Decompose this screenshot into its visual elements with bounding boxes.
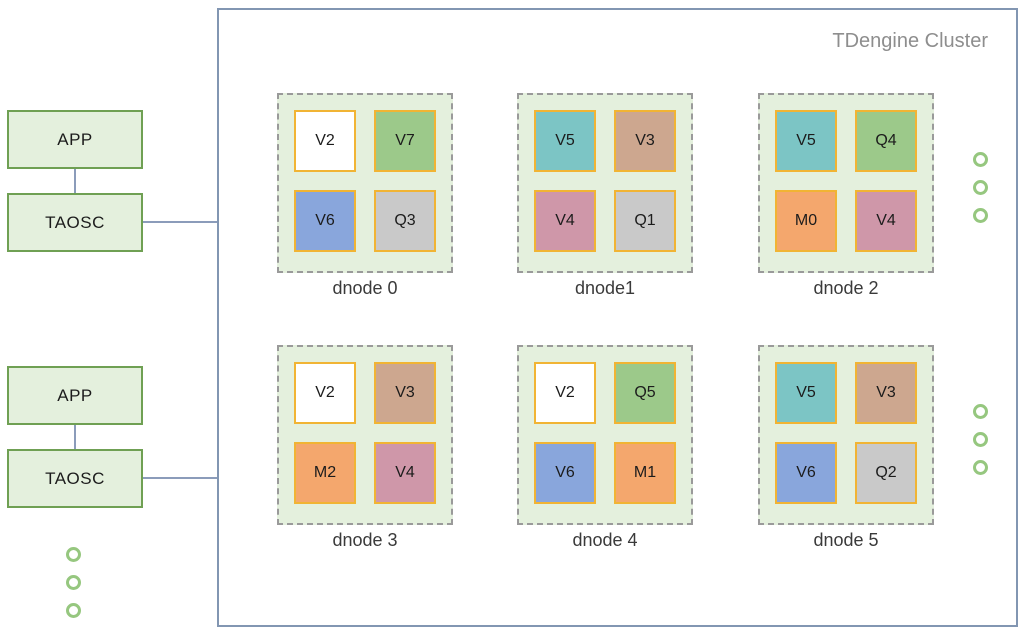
- vnode-cell: Q2: [855, 442, 917, 504]
- ellipsis-dot: [973, 404, 988, 419]
- vnode-cell: V6: [534, 442, 596, 504]
- dnode-label: dnode 4: [572, 530, 638, 550]
- app-label: APP: [57, 129, 93, 149]
- taosc-label: TAOSC: [45, 468, 105, 488]
- taosc-label: TAOSC: [45, 212, 105, 232]
- vnode-cell: M0: [775, 190, 837, 252]
- vnode-cell: V5: [775, 110, 837, 172]
- dnode-label: dnode 5: [813, 530, 879, 550]
- vnode-cell: V6: [294, 190, 356, 252]
- ellipsis-dot: [973, 432, 988, 447]
- ellipsis-dot: [973, 180, 988, 195]
- dnode-label: dnode 2: [813, 278, 879, 298]
- ellipsis-dot: [973, 208, 988, 223]
- vnode-cell: V5: [534, 110, 596, 172]
- vnode-cell: V2: [294, 110, 356, 172]
- app-box: APP: [7, 366, 143, 425]
- vnode-cell: V2: [294, 362, 356, 424]
- taosc-box: TAOSC: [7, 449, 143, 508]
- ellipsis-dot: [973, 460, 988, 475]
- vnode-cell: V3: [374, 362, 436, 424]
- vnode-cell: V4: [855, 190, 917, 252]
- taosc-box: TAOSC: [7, 193, 143, 252]
- ellipsis-dot: [66, 575, 81, 590]
- ellipsis-dot: [66, 603, 81, 618]
- vnode-cell: V7: [374, 110, 436, 172]
- left-ellipsis-dots: [66, 547, 81, 631]
- vnode-cell: V6: [775, 442, 837, 504]
- vnode-cell: M2: [294, 442, 356, 504]
- dnode-label: dnode 0: [332, 278, 398, 298]
- vnode-cell: V2: [534, 362, 596, 424]
- right-ellipsis-dots-1: [973, 152, 988, 236]
- dnode-label: dnode1: [574, 278, 636, 298]
- app-taosc-connector: [74, 425, 76, 449]
- vnode-cell: Q3: [374, 190, 436, 252]
- vnode-cell: V4: [534, 190, 596, 252]
- ellipsis-dot: [973, 152, 988, 167]
- app-taosc-group-1: APP TAOSC: [7, 110, 218, 252]
- vnode-cell: Q4: [855, 110, 917, 172]
- app-box: APP: [7, 110, 143, 169]
- taosc-cluster-connector: [143, 477, 218, 479]
- right-ellipsis-dots-2: [973, 404, 988, 488]
- app-taosc-group-2: APP TAOSC: [7, 366, 218, 508]
- taosc-cluster-connector: [143, 221, 218, 223]
- vnode-cell: V5: [775, 362, 837, 424]
- dnode-label: dnode 3: [332, 530, 398, 550]
- vnode-cell: V4: [374, 442, 436, 504]
- vnode-cell: Q5: [614, 362, 676, 424]
- ellipsis-dot: [66, 547, 81, 562]
- vnode-cell: V3: [614, 110, 676, 172]
- app-taosc-connector: [74, 169, 76, 193]
- app-label: APP: [57, 385, 93, 405]
- vnode-cell: Q1: [614, 190, 676, 252]
- vnode-cell: M1: [614, 442, 676, 504]
- vnode-cell: V3: [855, 362, 917, 424]
- cluster-title: TDengine Cluster: [832, 30, 988, 52]
